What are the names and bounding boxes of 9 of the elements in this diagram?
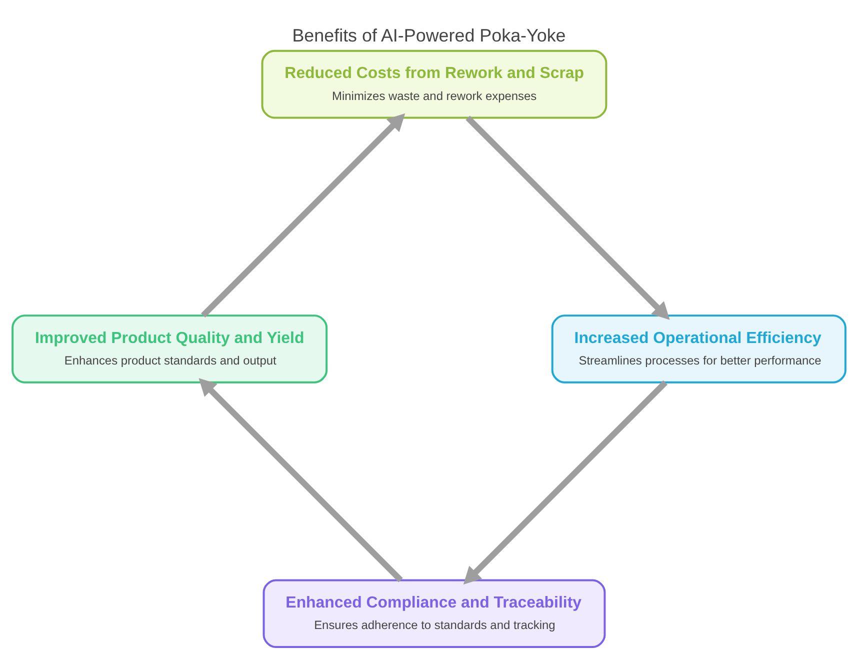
arrow <box>463 380 668 584</box>
node-box: Reduced Costs from Rework and Scrap Minimizes waste and rework expenses <box>261 49 608 118</box>
arrow <box>466 115 670 320</box>
node-box: Improved Product Quality and Yield Enhances product standards and output <box>12 314 328 383</box>
node-box: Enhanced Compliance and Traceability Ensures adherence to standards and tracking <box>262 578 606 648</box>
arrow <box>198 378 403 582</box>
diagram-title: Benefits of AI-Powered Poka-Yoke <box>292 24 566 45</box>
arrow <box>200 112 406 318</box>
node-box: Increased Operational Efficiency Streamlines processes for better performance <box>551 314 846 383</box>
